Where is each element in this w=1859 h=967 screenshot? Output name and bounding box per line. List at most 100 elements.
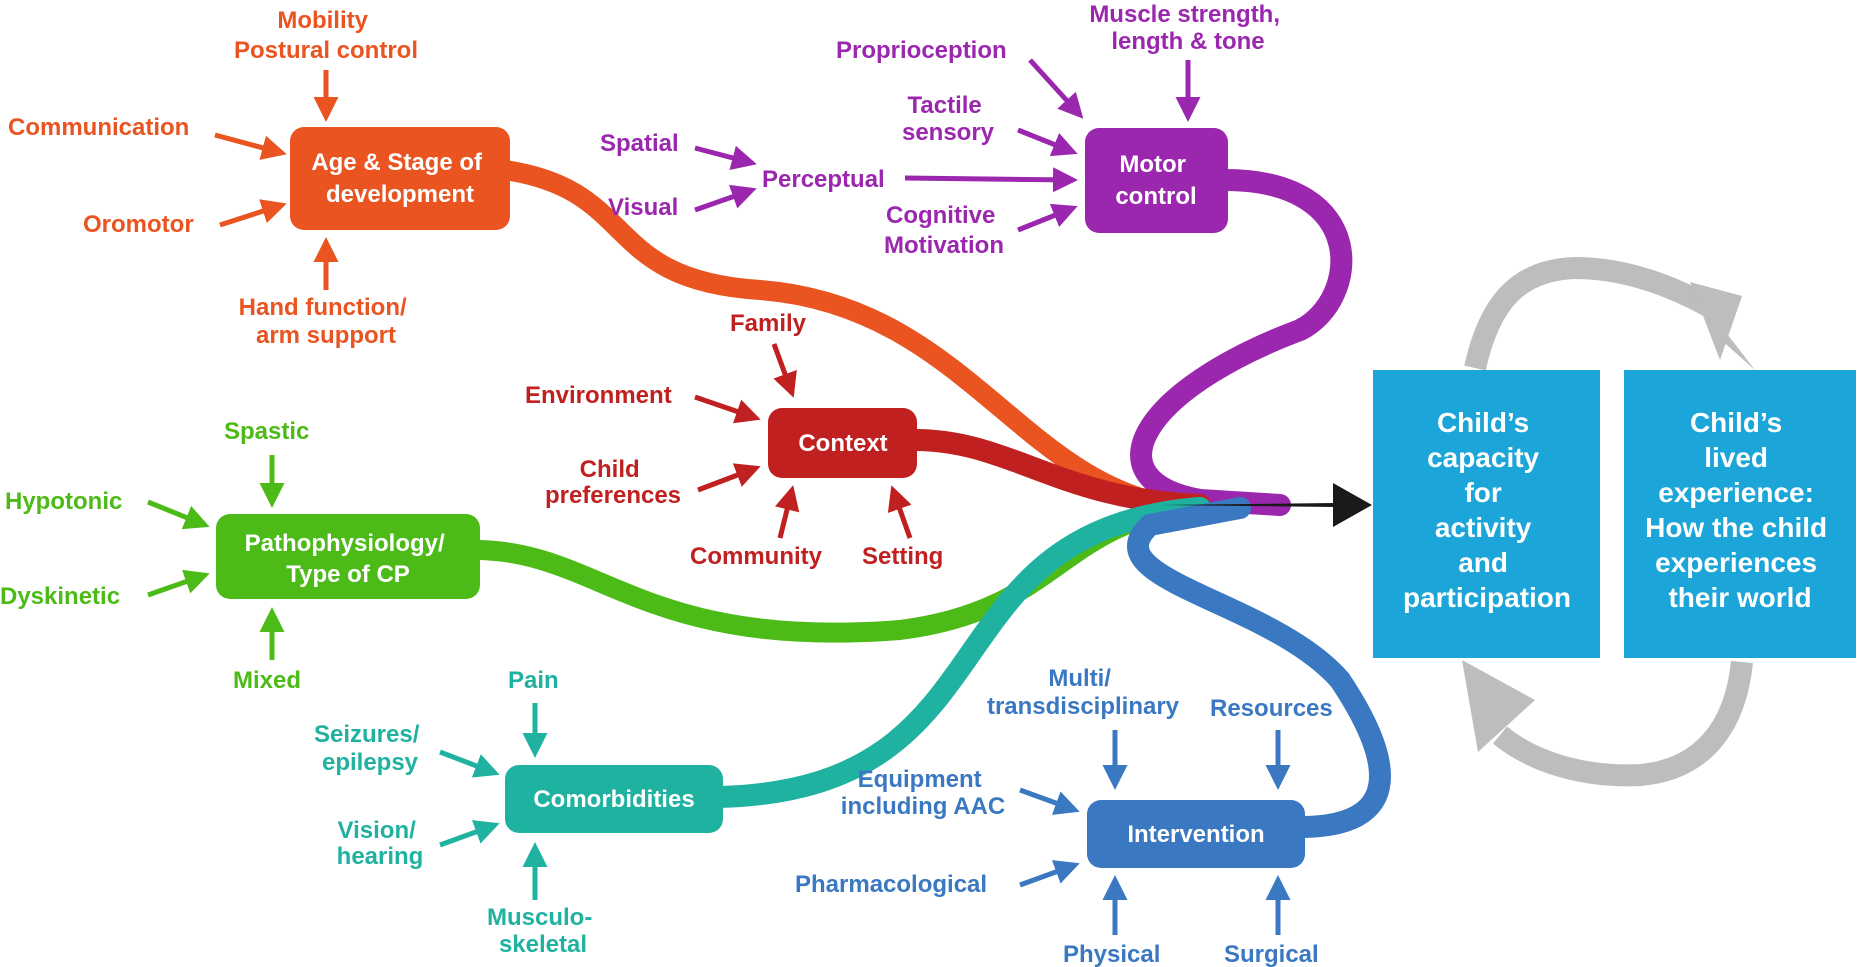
- patho-group: Pathophysiology/ Type of CP Spastic Hypo…: [0, 418, 480, 694]
- svg-text:Cognitive Motivation: Cognitive Motivation: [884, 202, 1004, 259]
- context-environment: Environment: [525, 382, 672, 409]
- patho-dyskinetic: Dyskinetic: [0, 583, 120, 610]
- patho-mixed: Mixed: [233, 667, 301, 694]
- age-hand-function: Hand function/: [239, 294, 407, 321]
- interv-transdisciplinary: transdisciplinary: [987, 693, 1180, 720]
- intervention-group: Intervention Multi/ transdisciplinary Re…: [795, 665, 1333, 967]
- age-box-line-1: Age & Stage of: [311, 149, 483, 176]
- svg-text:Child’s lived expe: Child’s lived experience: How the child …: [1645, 407, 1835, 613]
- motor-box-line-1: Motor: [1119, 151, 1186, 178]
- comorb-hearing: hearing: [337, 843, 424, 870]
- motor-length-tone: length & tone: [1111, 28, 1264, 55]
- motor-box-line-2: control: [1115, 183, 1196, 210]
- comorb-musculo: Musculo-: [487, 904, 592, 931]
- svg-text:Musculo- skeletal: Musculo- skeletal: [487, 904, 599, 958]
- interv-resources: Resources: [1210, 695, 1333, 722]
- comorbidities-box-label: Comorbidities: [533, 786, 694, 813]
- age-stage-box: [290, 127, 510, 230]
- svg-text:Vision/ hearing: Vision/ hearing: [337, 817, 424, 870]
- intervention-stream: [1127, 497, 1391, 838]
- motor-control-box: [1085, 128, 1228, 233]
- age-oromotor: Oromotor: [83, 211, 194, 238]
- interv-physical: Physical: [1063, 941, 1160, 967]
- capacity-line-2: capacity: [1427, 442, 1539, 473]
- capacity-line-6: participation: [1403, 582, 1571, 613]
- motor-motivation: Motivation: [884, 232, 1004, 259]
- comorb-seizures: Seizures/: [314, 721, 420, 748]
- age-box-line-2: development: [326, 181, 474, 208]
- svg-text:Motor control: Motor control: [1115, 151, 1196, 210]
- age-stage-group: Age & Stage of development Mobility Post…: [8, 7, 510, 349]
- lived-line-5: experiences: [1655, 547, 1817, 578]
- context-group: Context Family Environment Child prefere…: [525, 310, 943, 570]
- comorb-epilepsy: epilepsy: [322, 749, 419, 776]
- cycle-arrow-bottom: [1492, 660, 1753, 787]
- svg-text:Age & Stage of developme: Age & Stage of development: [311, 149, 488, 208]
- svg-text:Seizures/ epilepsy: Seizures/ epilepsy: [314, 721, 426, 776]
- age-postural: Postural control: [234, 37, 418, 64]
- cycle-arrow-bottom-head: [1462, 660, 1535, 752]
- cycle-arrow-top: [1464, 256, 1721, 371]
- cycle-arrows: [1462, 256, 1755, 787]
- lived-line-2: lived: [1704, 442, 1768, 473]
- capacity-line-4: activity: [1435, 512, 1532, 543]
- motor-muscle: Muscle strength,: [1089, 1, 1280, 28]
- comorbidities-group: Comorbidities Pain Seizures/ epilepsy Vi…: [314, 667, 723, 958]
- svg-text:Child’s capacity f: Child’s capacity for activity and partic…: [1403, 407, 1571, 613]
- interv-aac: including AAC: [841, 793, 1005, 820]
- context-child: Child: [580, 456, 640, 483]
- context-stream: [904, 429, 1211, 516]
- patho-box-line-1: Pathophysiology/: [245, 530, 445, 557]
- svg-text:Hand function/ arm suppo: Hand function/ arm support: [239, 294, 414, 349]
- svg-text:Mobility Postural contro: Mobility Postural control: [234, 7, 418, 64]
- svg-text:Tactile sensory: Tactile sensory: [902, 92, 995, 146]
- motor-cognitive: Cognitive: [886, 202, 995, 229]
- interv-pharma: Pharmacological: [795, 871, 987, 898]
- outcome-lived-experience: Child’s lived experience: How the child …: [1624, 370, 1856, 658]
- context-setting: Setting: [862, 543, 943, 570]
- motor-spatial: Spatial: [600, 130, 679, 157]
- patho-hypotonic: Hypotonic: [5, 488, 122, 515]
- lived-line-4: How the child: [1645, 512, 1827, 543]
- motor-control-group: Motor control Muscle strength, length & …: [600, 1, 1286, 259]
- capacity-line-5: and: [1458, 547, 1508, 578]
- context-preferences: preferences: [545, 482, 681, 509]
- lived-line-3: experience:: [1658, 477, 1814, 508]
- comorb-pain: Pain: [508, 667, 559, 694]
- intervention-box-label: Intervention: [1127, 821, 1264, 848]
- lived-line-6: their world: [1668, 582, 1811, 613]
- svg-text:Muscle strength, length: Muscle strength, length & tone: [1089, 1, 1286, 55]
- context-box: [768, 408, 917, 478]
- flow-streams: [465, 160, 1391, 838]
- patho-box: [216, 514, 480, 599]
- svg-text:Equipment including AAC: Equipment including AAC: [841, 766, 1005, 820]
- patho-spastic: Spastic: [224, 418, 309, 445]
- motor-perceptual: Perceptual: [762, 166, 885, 193]
- capacity-line-3: for: [1464, 477, 1501, 508]
- age-communication: Communication: [8, 114, 189, 141]
- context-community: Community: [690, 543, 823, 570]
- context-family: Family: [730, 310, 807, 337]
- intervention-box: [1087, 800, 1305, 868]
- interv-multi: Multi/: [1048, 665, 1111, 692]
- patho-box-line-2: Type of CP: [286, 561, 410, 588]
- interv-equipment: Equipment: [858, 766, 982, 793]
- convergence-arrow-head: [1333, 483, 1372, 527]
- comorbidities-box: [505, 765, 723, 833]
- comorb-stream: [707, 497, 1211, 808]
- context-box-label: Context: [798, 430, 887, 457]
- svg-text:Pathophysiology/ Type of: Pathophysiology/ Type of CP: [245, 530, 452, 588]
- svg-text:Child preferences: Child preferences: [545, 456, 681, 509]
- age-mobility: Mobility: [277, 7, 368, 34]
- motor-proprioception: Proprioception: [836, 37, 1007, 64]
- age-arm-support: arm support: [256, 322, 396, 349]
- comorb-skeletal: skeletal: [499, 931, 587, 958]
- motor-stream: [1130, 169, 1353, 516]
- convergence-arrow: [1160, 503, 1335, 507]
- comorb-vision: Vision/: [338, 817, 417, 844]
- outcome-capacity: Child’s capacity for activity and partic…: [1373, 370, 1600, 658]
- motor-visual: Visual: [608, 194, 678, 221]
- motor-tactile: Tactile: [908, 92, 982, 119]
- motor-sensory: sensory: [902, 119, 995, 146]
